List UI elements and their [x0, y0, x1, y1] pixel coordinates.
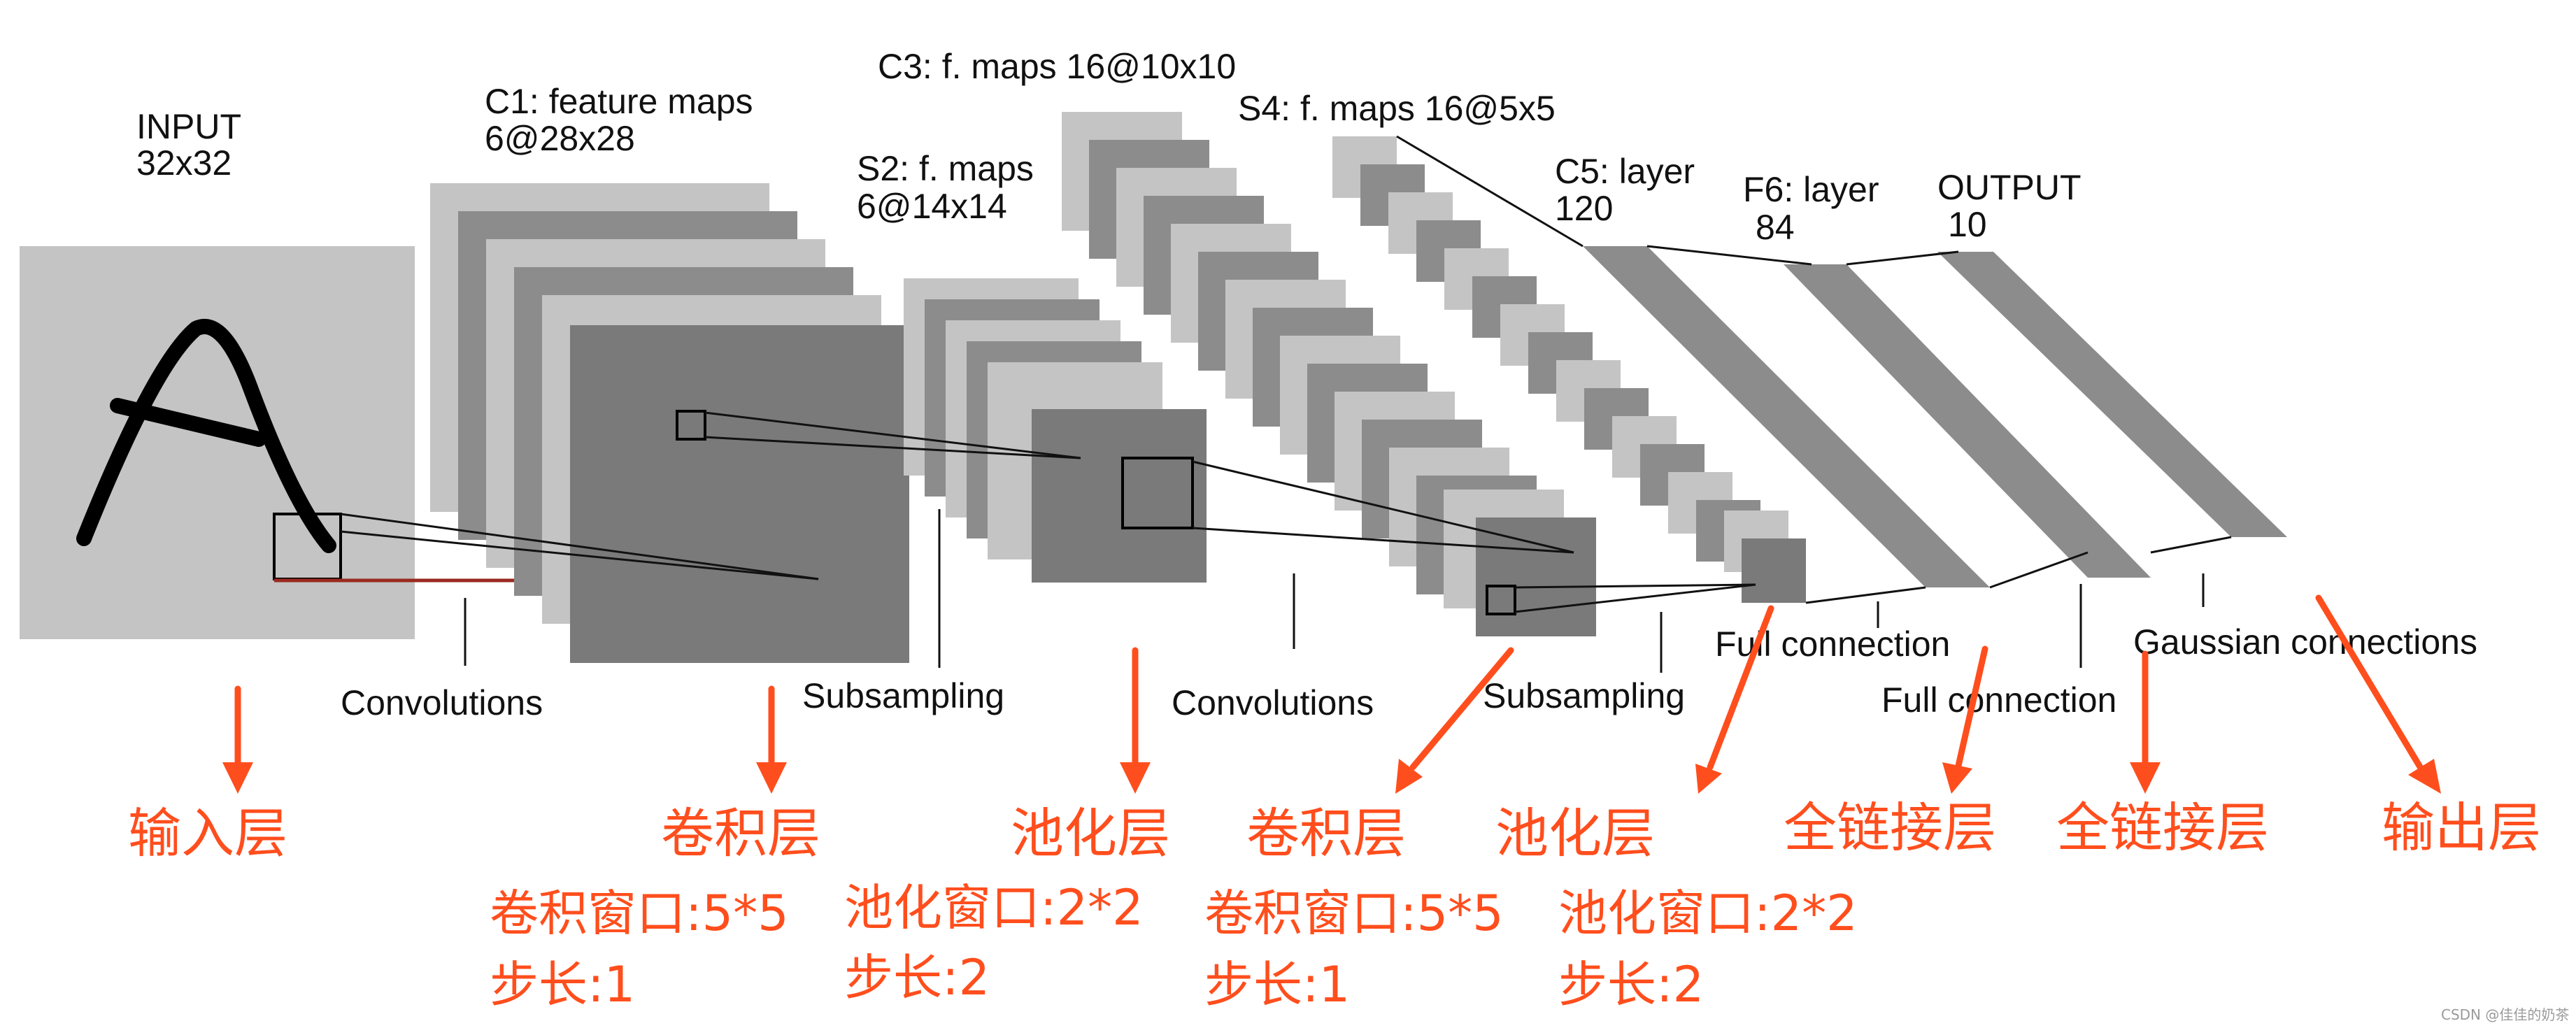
arrow-fc1-head: [1942, 762, 1972, 794]
annotation-pool-layer-2: 池化层: [1495, 802, 1655, 864]
arrow-conv1-head: [756, 762, 787, 794]
operation-labels: Convolutions Subsampling Convolutions Su…: [341, 622, 2477, 722]
annotation-fc-layer-2: 全链接层: [2056, 797, 2269, 859]
arrow-conv2: [1409, 647, 1514, 771]
arrow-output-head: [2408, 759, 2441, 794]
s2-feature-maps: [904, 278, 1207, 583]
f6-label: F6: layer: [1743, 170, 1879, 209]
c5-size: 120: [1555, 189, 1613, 228]
f6-size: 84: [1756, 208, 1795, 247]
arrow-fc2-head: [2130, 762, 2161, 794]
arrow-output: [2315, 594, 2427, 776]
c1-feature-maps: [430, 183, 909, 663]
input-size: 32x32: [136, 143, 232, 183]
s2-size: 6@14x14: [857, 187, 1007, 226]
annotation-input-layer: 输入层: [128, 802, 287, 864]
annotation-conv-layer-1: 卷积层: [661, 802, 820, 864]
c3-label: C3: f. maps 16@10x10: [878, 47, 1236, 86]
dense-layers: [1396, 135, 2287, 604]
input-label: INPUT: [136, 107, 241, 146]
arrow-pool2: [1707, 605, 1774, 771]
input-image: [20, 246, 539, 639]
op-convolutions-1: Convolutions: [341, 683, 543, 722]
annotation-pool-layer-1: 池化层: [1011, 802, 1170, 864]
arrow-pool2-head: [1695, 764, 1722, 794]
conv1-stride: 步长:1: [490, 956, 635, 1013]
op-full-connection-2: Full connection: [1881, 680, 2116, 720]
arrow-input-head: [222, 762, 253, 794]
annotation-output-layer: 输出层: [2382, 797, 2541, 859]
s2-label: S2: f. maps: [857, 149, 1034, 188]
op-gaussian-connections: Gaussian connections: [2133, 622, 2477, 662]
s4-feature-maps: [1332, 136, 1806, 603]
conv2-window: 卷积窗口:5*5: [1204, 885, 1504, 942]
arrow-pool1-head: [1120, 762, 1151, 794]
pool1-stride: 步长:2: [844, 949, 990, 1006]
pool1-window: 池化窗口:2*2: [844, 879, 1144, 936]
s4-label: S4: f. maps 16@5x5: [1238, 89, 1556, 128]
watermark: CSDN @佳佳的奶茶: [2441, 1006, 2569, 1023]
output-label: OUTPUT: [1937, 168, 2082, 207]
pool2-window: 池化窗口:2*2: [1558, 885, 1858, 942]
layer-annotations: 输入层 卷积层 池化层 卷积层 池化层 全链接层 全链接层 输出层 卷积窗口:5…: [128, 797, 2541, 1013]
annotation-fc-layer-1: 全链接层: [1784, 797, 1996, 859]
layer-labels: INPUT 32x32 C1: feature maps 6@28x28 S2:…: [136, 47, 2082, 247]
arrow-fc1: [1955, 645, 1988, 769]
operation-ticks: [464, 509, 2205, 673]
annotation-arrows: [222, 594, 2441, 794]
arrow-conv2-head: [1395, 759, 1423, 794]
kernel-projection-lines: [340, 411, 1756, 613]
conv2-stride: 步长:1: [1204, 956, 1350, 1013]
conv1-window: 卷积窗口:5*5: [490, 885, 789, 942]
pool2-stride: 步长:2: [1558, 956, 1704, 1013]
op-subsampling-1: Subsampling: [802, 676, 1004, 715]
op-subsampling-2: Subsampling: [1483, 676, 1685, 715]
output-size: 10: [1948, 205, 1987, 244]
annotation-conv-layer-2: 卷积层: [1246, 802, 1406, 864]
c1-size: 6@28x28: [485, 119, 635, 158]
op-convolutions-2: Convolutions: [1172, 683, 1374, 722]
c5-label: C5: layer: [1555, 152, 1695, 191]
c1-label: C1: feature maps: [485, 82, 753, 121]
